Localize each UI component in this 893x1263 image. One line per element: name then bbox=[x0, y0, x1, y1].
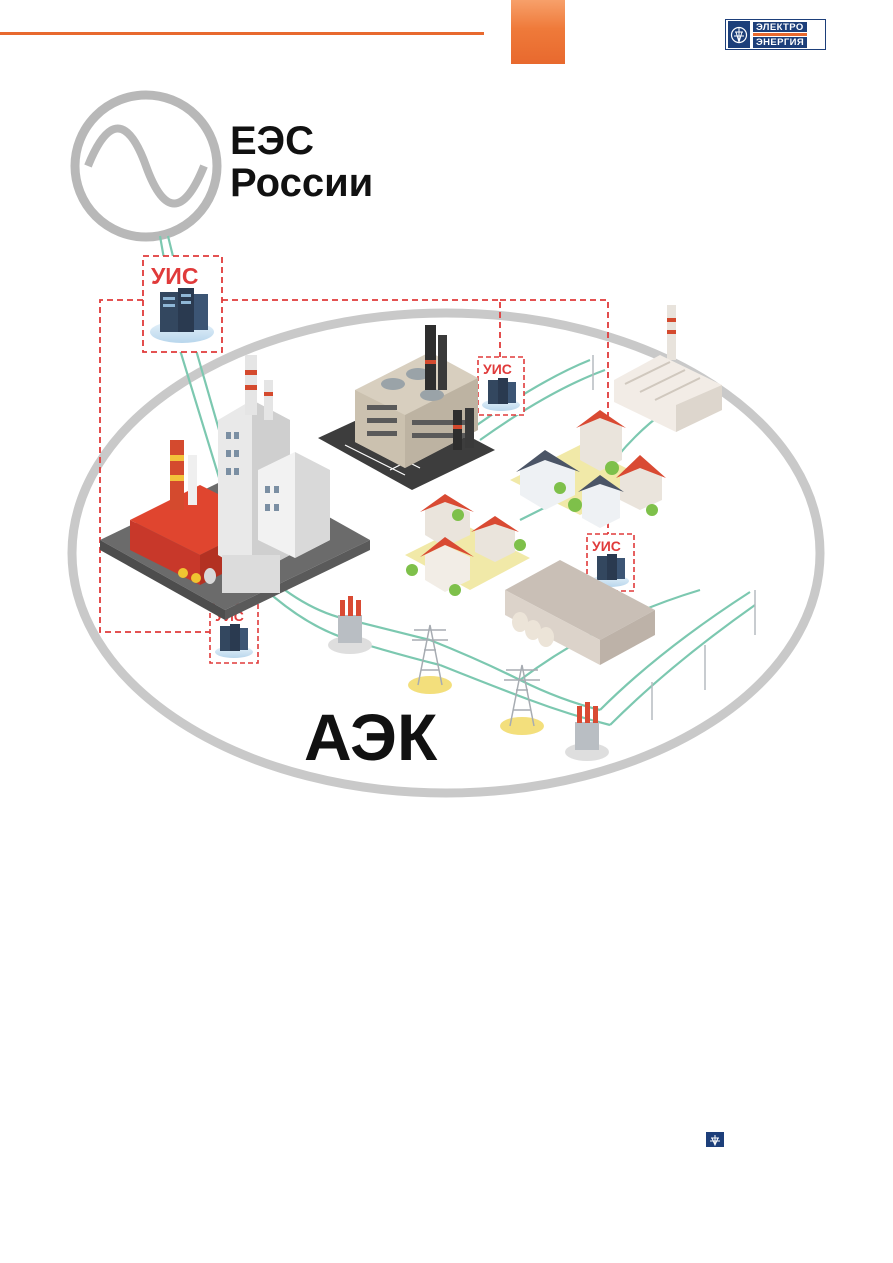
utility-poles bbox=[592, 355, 756, 720]
industrial-building-illustration bbox=[614, 305, 722, 432]
generator-icon bbox=[70, 90, 222, 242]
transmission-tower-icon bbox=[408, 624, 452, 694]
grid-label-line2: России bbox=[230, 161, 373, 205]
uis-label-village: УИС bbox=[592, 538, 621, 554]
system-label: АЭК bbox=[304, 700, 438, 774]
header-accent-line bbox=[0, 32, 484, 35]
uis-label-factory: УИС bbox=[483, 361, 512, 377]
logo-tagline-bar bbox=[753, 33, 808, 36]
factory-illustration bbox=[318, 325, 495, 490]
company-logo: ЭЛЕКТРО ЭНЕРГИЯ bbox=[725, 19, 826, 50]
logo-text-line2: ЭНЕРГИЯ bbox=[753, 37, 808, 48]
uis-node-factory: УИС bbox=[477, 356, 525, 416]
residential-area-illustration bbox=[405, 410, 666, 596]
uis-label-main: УИС bbox=[151, 263, 198, 289]
logo-text-line1: ЭЛЕКТРО bbox=[753, 21, 808, 32]
tower-logo-icon bbox=[728, 21, 750, 48]
transformer-icon-2 bbox=[565, 702, 609, 761]
power-plant-illustration bbox=[100, 355, 370, 620]
aek-boundary-ellipse bbox=[67, 308, 825, 798]
uis-node-plant: УИС bbox=[209, 603, 259, 664]
header-accent-tab bbox=[511, 0, 565, 64]
footer-logo-icon bbox=[706, 1132, 724, 1147]
uis-node-main: УИС bbox=[142, 255, 223, 353]
transformer-icon bbox=[328, 596, 372, 654]
grid-label-line1: ЕЭС bbox=[230, 119, 314, 163]
warehouse-illustration bbox=[505, 560, 655, 665]
transmission-tower-icon-2 bbox=[500, 664, 544, 735]
